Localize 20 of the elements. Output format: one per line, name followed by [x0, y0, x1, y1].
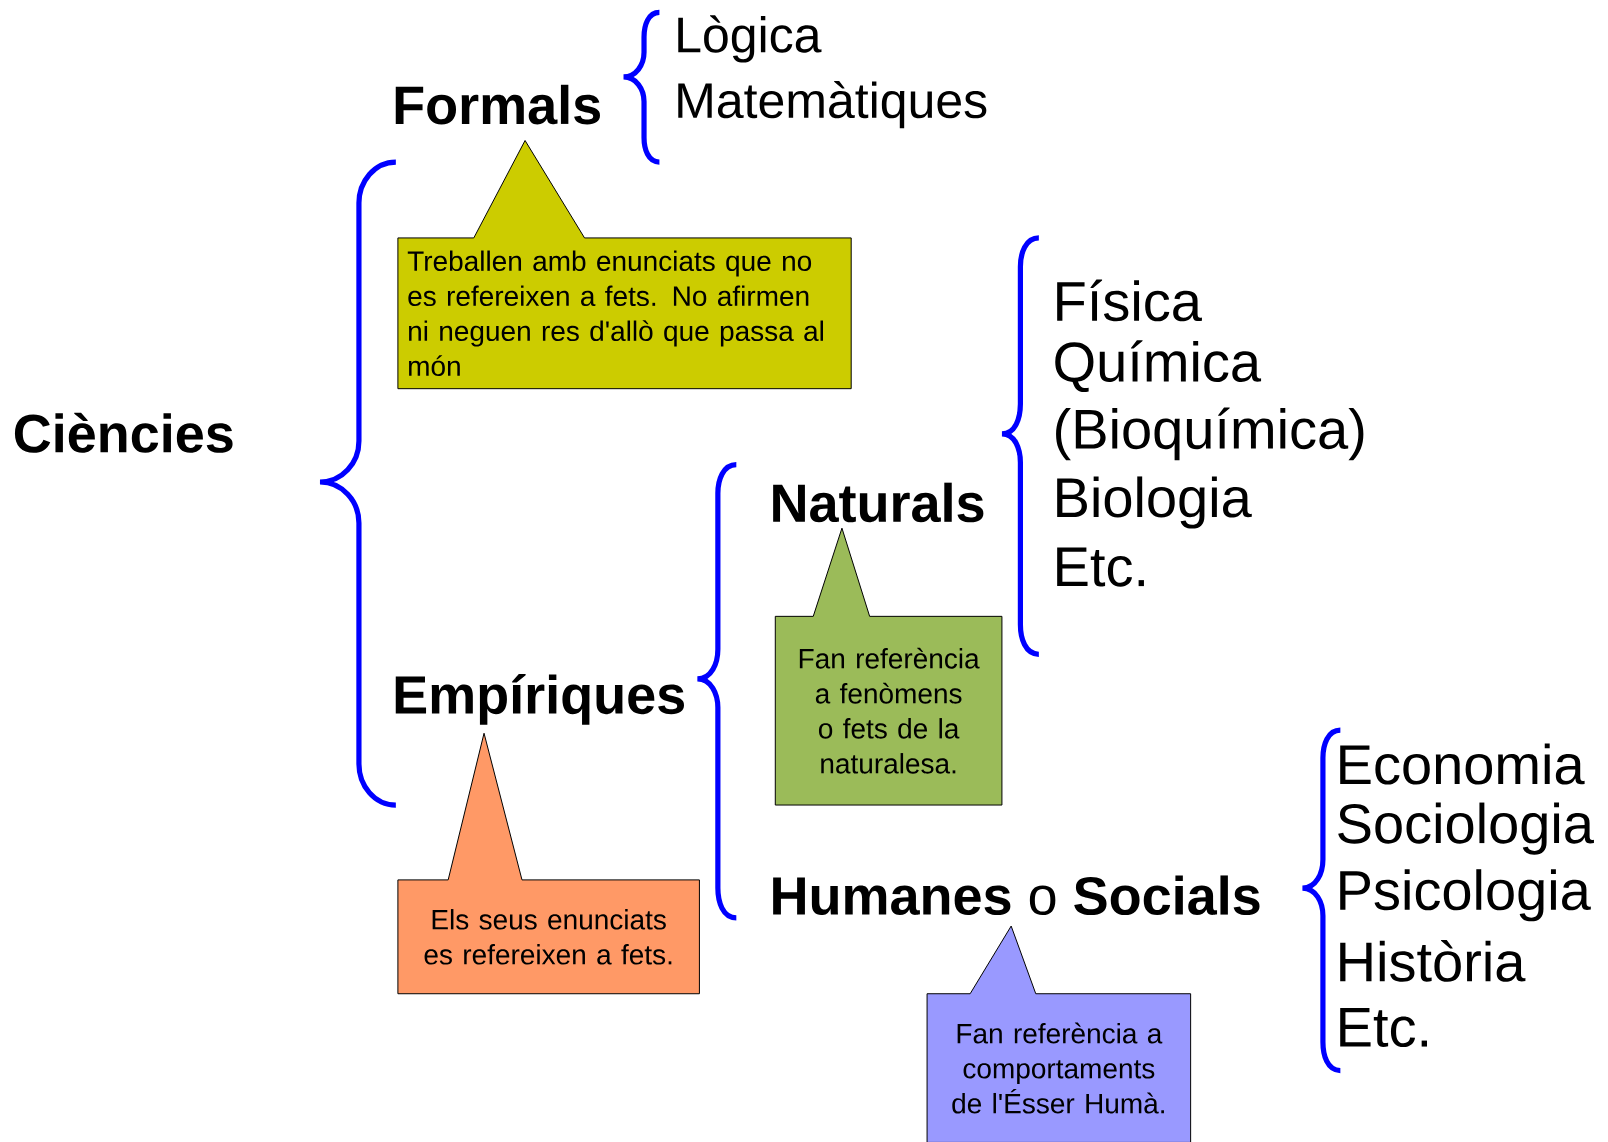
- list-item: Química: [1055, 340, 1262, 392]
- list-item: Matemàtiques: [678, 80, 987, 128]
- list-item: Història: [1340, 939, 1526, 982]
- list-item: Física: [1057, 279, 1202, 322]
- list-item: Etc.: [1057, 547, 1144, 587]
- list-item: Biologia: [1057, 476, 1252, 529]
- callout: Fan referència a fenòmens o fets de la naturalesa.: [774, 527, 1003, 806]
- callout: Fan referència a comportaments de l'Ésser Humà.: [926, 925, 1192, 1142]
- callout: Els seus enunciats es refereixen a fets.: [397, 732, 700, 995]
- callout: Treballen amb enunciats que no es refereixen a fets. No afirmen ni neguen res d'allò que passa al món: [397, 139, 852, 389]
- category-heading: Naturals: [773, 482, 984, 523]
- category-heading: Humanes o Socials: [773, 875, 1260, 915]
- list-item: (Bioquímica): [1056, 407, 1364, 460]
- list-item: Etc.: [1340, 1007, 1427, 1047]
- category-heading: Ciències: [14, 412, 233, 453]
- list-item: Psicologia: [1340, 869, 1591, 922]
- category-heading: Empíriques: [395, 673, 684, 725]
- list-item: Economia: [1340, 743, 1585, 785]
- list-item: Sociologia: [1338, 802, 1594, 855]
- list-item: Lògica: [678, 15, 822, 63]
